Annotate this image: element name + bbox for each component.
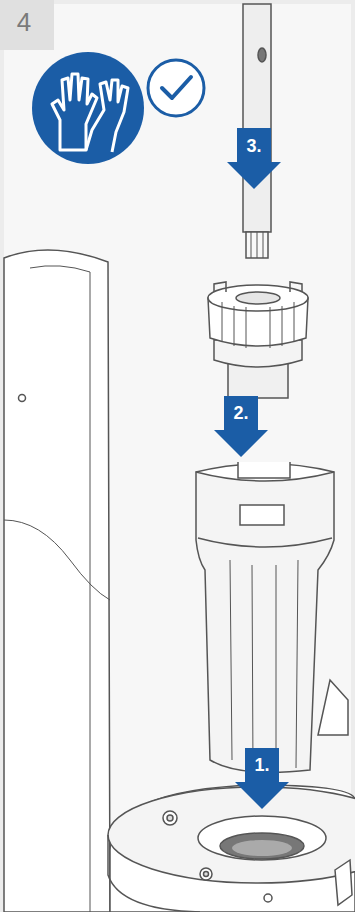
callout-number: 3. — [234, 135, 274, 157]
callout-number: 2. — [221, 402, 261, 424]
callout-number: 1. — [242, 754, 282, 776]
step-number: 4 — [6, 7, 42, 37]
